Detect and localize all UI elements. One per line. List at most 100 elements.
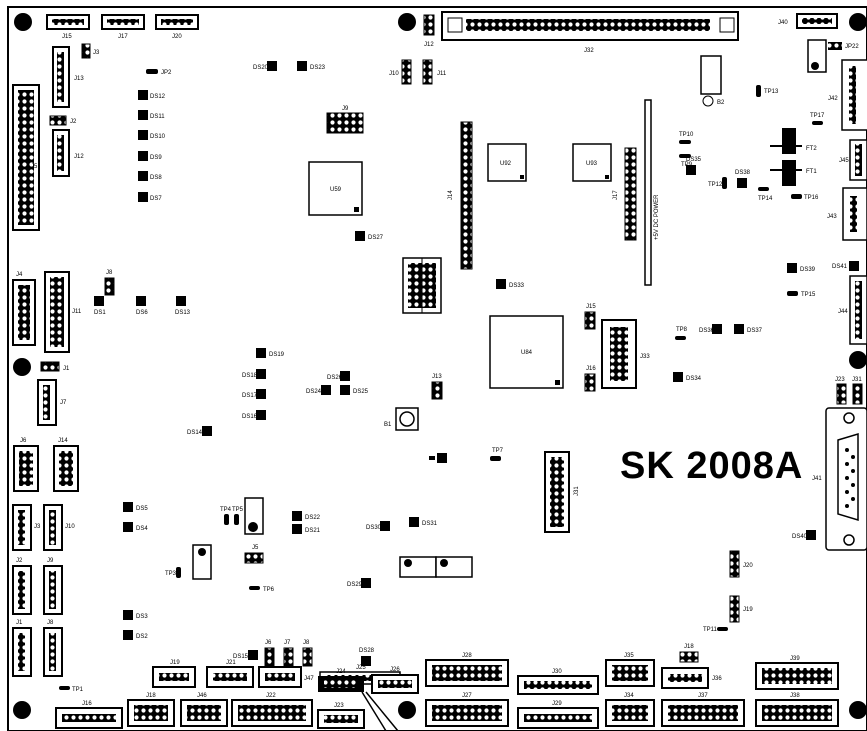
label-ds17: DS17	[242, 393, 258, 399]
connector-j12: J12	[52, 129, 84, 177]
label-ds4: DS4	[136, 526, 148, 532]
label-tp5: TP5	[232, 507, 244, 513]
label-u84: U84	[521, 350, 533, 356]
jumper-j1-mid: J1	[40, 361, 70, 372]
label-ds31: DS31	[422, 521, 438, 527]
label-j4: J4	[16, 272, 23, 278]
label-j39: J39	[790, 656, 800, 662]
connector-j43: J43	[827, 187, 867, 241]
led-ds36: DS36	[699, 324, 722, 334]
jumper-j5b: J5	[244, 545, 264, 564]
label-j2: J2	[16, 558, 23, 564]
label-ds38: DS38	[735, 170, 751, 176]
jumper-j23-right: J23	[835, 377, 847, 405]
label-tp4: TP4	[220, 507, 232, 513]
led-ds5: DS5	[123, 502, 148, 512]
led-ds30: DS30	[366, 521, 390, 531]
connector-j14: J14	[448, 121, 473, 270]
jumper-j20b: J20	[729, 550, 753, 578]
connector-j29: J29	[517, 701, 599, 729]
capacitor-horizontal-left	[192, 544, 212, 580]
connector-j23: J23	[317, 703, 365, 729]
ic-u93: U93	[572, 143, 612, 182]
board-outline	[7, 6, 867, 731]
label-j5b: J5	[252, 545, 259, 551]
connector-j4: J4	[12, 272, 36, 346]
label-ds5: DS5	[136, 506, 148, 512]
label-j8b: J8	[47, 620, 54, 626]
label-ds37: DS37	[747, 328, 763, 334]
connector-j11: J11	[44, 271, 82, 353]
led-ds2: DS2	[123, 630, 148, 640]
label-j45: J45	[839, 158, 849, 164]
label-u93: U93	[586, 161, 598, 167]
connector-j17b: J17	[613, 147, 637, 241]
led-ds33: DS33	[496, 279, 525, 289]
label-tp1: TP1	[72, 687, 84, 693]
mounting-hole-bl	[13, 701, 31, 719]
label-j11-top: J11	[437, 71, 447, 77]
led-ds6: DS6	[136, 296, 148, 316]
label-tp15: TP15	[801, 292, 816, 298]
jumper-j31-right: J31	[852, 377, 863, 405]
connector-j8b: J8	[43, 620, 63, 677]
connector-j36: J36	[661, 667, 722, 689]
board-title: SK 2008A	[620, 445, 803, 487]
label-j7b: J7	[284, 640, 291, 646]
label-ds40: DS40	[792, 534, 808, 540]
testpoint-tp15: TP15	[787, 291, 816, 298]
label-j11: J11	[72, 309, 82, 315]
label-j18: J18	[146, 693, 156, 699]
label-j14: J14	[448, 190, 454, 200]
label-j47: J47	[304, 676, 314, 682]
connector-j28: J28	[425, 653, 509, 687]
mounting-hole-tl	[14, 13, 32, 31]
testpoint-tp2: JP2	[146, 69, 172, 76]
led-ds39: DS39	[787, 263, 816, 273]
label-tp2: JP2	[161, 70, 172, 76]
ic-u59: U59	[308, 161, 363, 216]
label-tp10: TP10	[679, 132, 694, 138]
label-j36: J36	[712, 676, 722, 682]
connector-j38: J38	[755, 693, 839, 727]
label-j42: J42	[828, 96, 838, 102]
led-ds13: DS13	[175, 296, 191, 316]
testpoint-tp12: TP12	[708, 177, 727, 189]
jumper-j10-top: J10	[389, 59, 412, 85]
label-u59: U59	[330, 187, 342, 193]
label-ds36: DS36	[699, 328, 715, 334]
connector-j39: J39	[755, 656, 839, 690]
label-j19b: J19	[743, 607, 753, 613]
label-tp7: TP7	[492, 448, 504, 454]
testpoint-tp7: TP7	[490, 448, 504, 461]
connector-j22: J22	[231, 693, 313, 727]
fuse-ft1: FT1	[770, 160, 817, 186]
label-j46: J46	[197, 693, 207, 699]
capacitor-vertical	[244, 497, 264, 535]
label-ds10: DS10	[150, 134, 166, 140]
capacitor-b2: B2	[700, 55, 725, 107]
connector-j24: J24	[318, 669, 399, 731]
mounting-holes	[13, 13, 867, 719]
connector-j12-top: J12	[423, 14, 435, 48]
label-j6: J6	[20, 438, 27, 444]
label-j25: J25	[356, 665, 366, 671]
label-b1: B1	[384, 422, 392, 428]
label-ds8: DS8	[150, 175, 162, 181]
connector-j35: J35	[605, 653, 655, 687]
mounting-hole-br	[849, 701, 867, 719]
label-jp22: JP22	[845, 44, 859, 50]
testpoint-tp13: TP13	[756, 85, 779, 97]
led-ds24: DS24	[306, 385, 331, 395]
label-tp14: TP14	[758, 196, 773, 202]
connector-j2: J2	[12, 558, 32, 615]
led-ds3: DS3	[123, 610, 148, 620]
power-label: +5V DC POWER	[654, 194, 660, 240]
label-ds26: DS26	[327, 375, 343, 381]
led-ds21: DS21	[292, 524, 321, 534]
label-ds29: DS29	[347, 582, 363, 588]
led-ds38: DS38	[735, 170, 751, 188]
led-ds29: DS29	[347, 578, 371, 588]
connector-j13: J13	[52, 46, 84, 108]
label-j12: J12	[74, 154, 84, 160]
